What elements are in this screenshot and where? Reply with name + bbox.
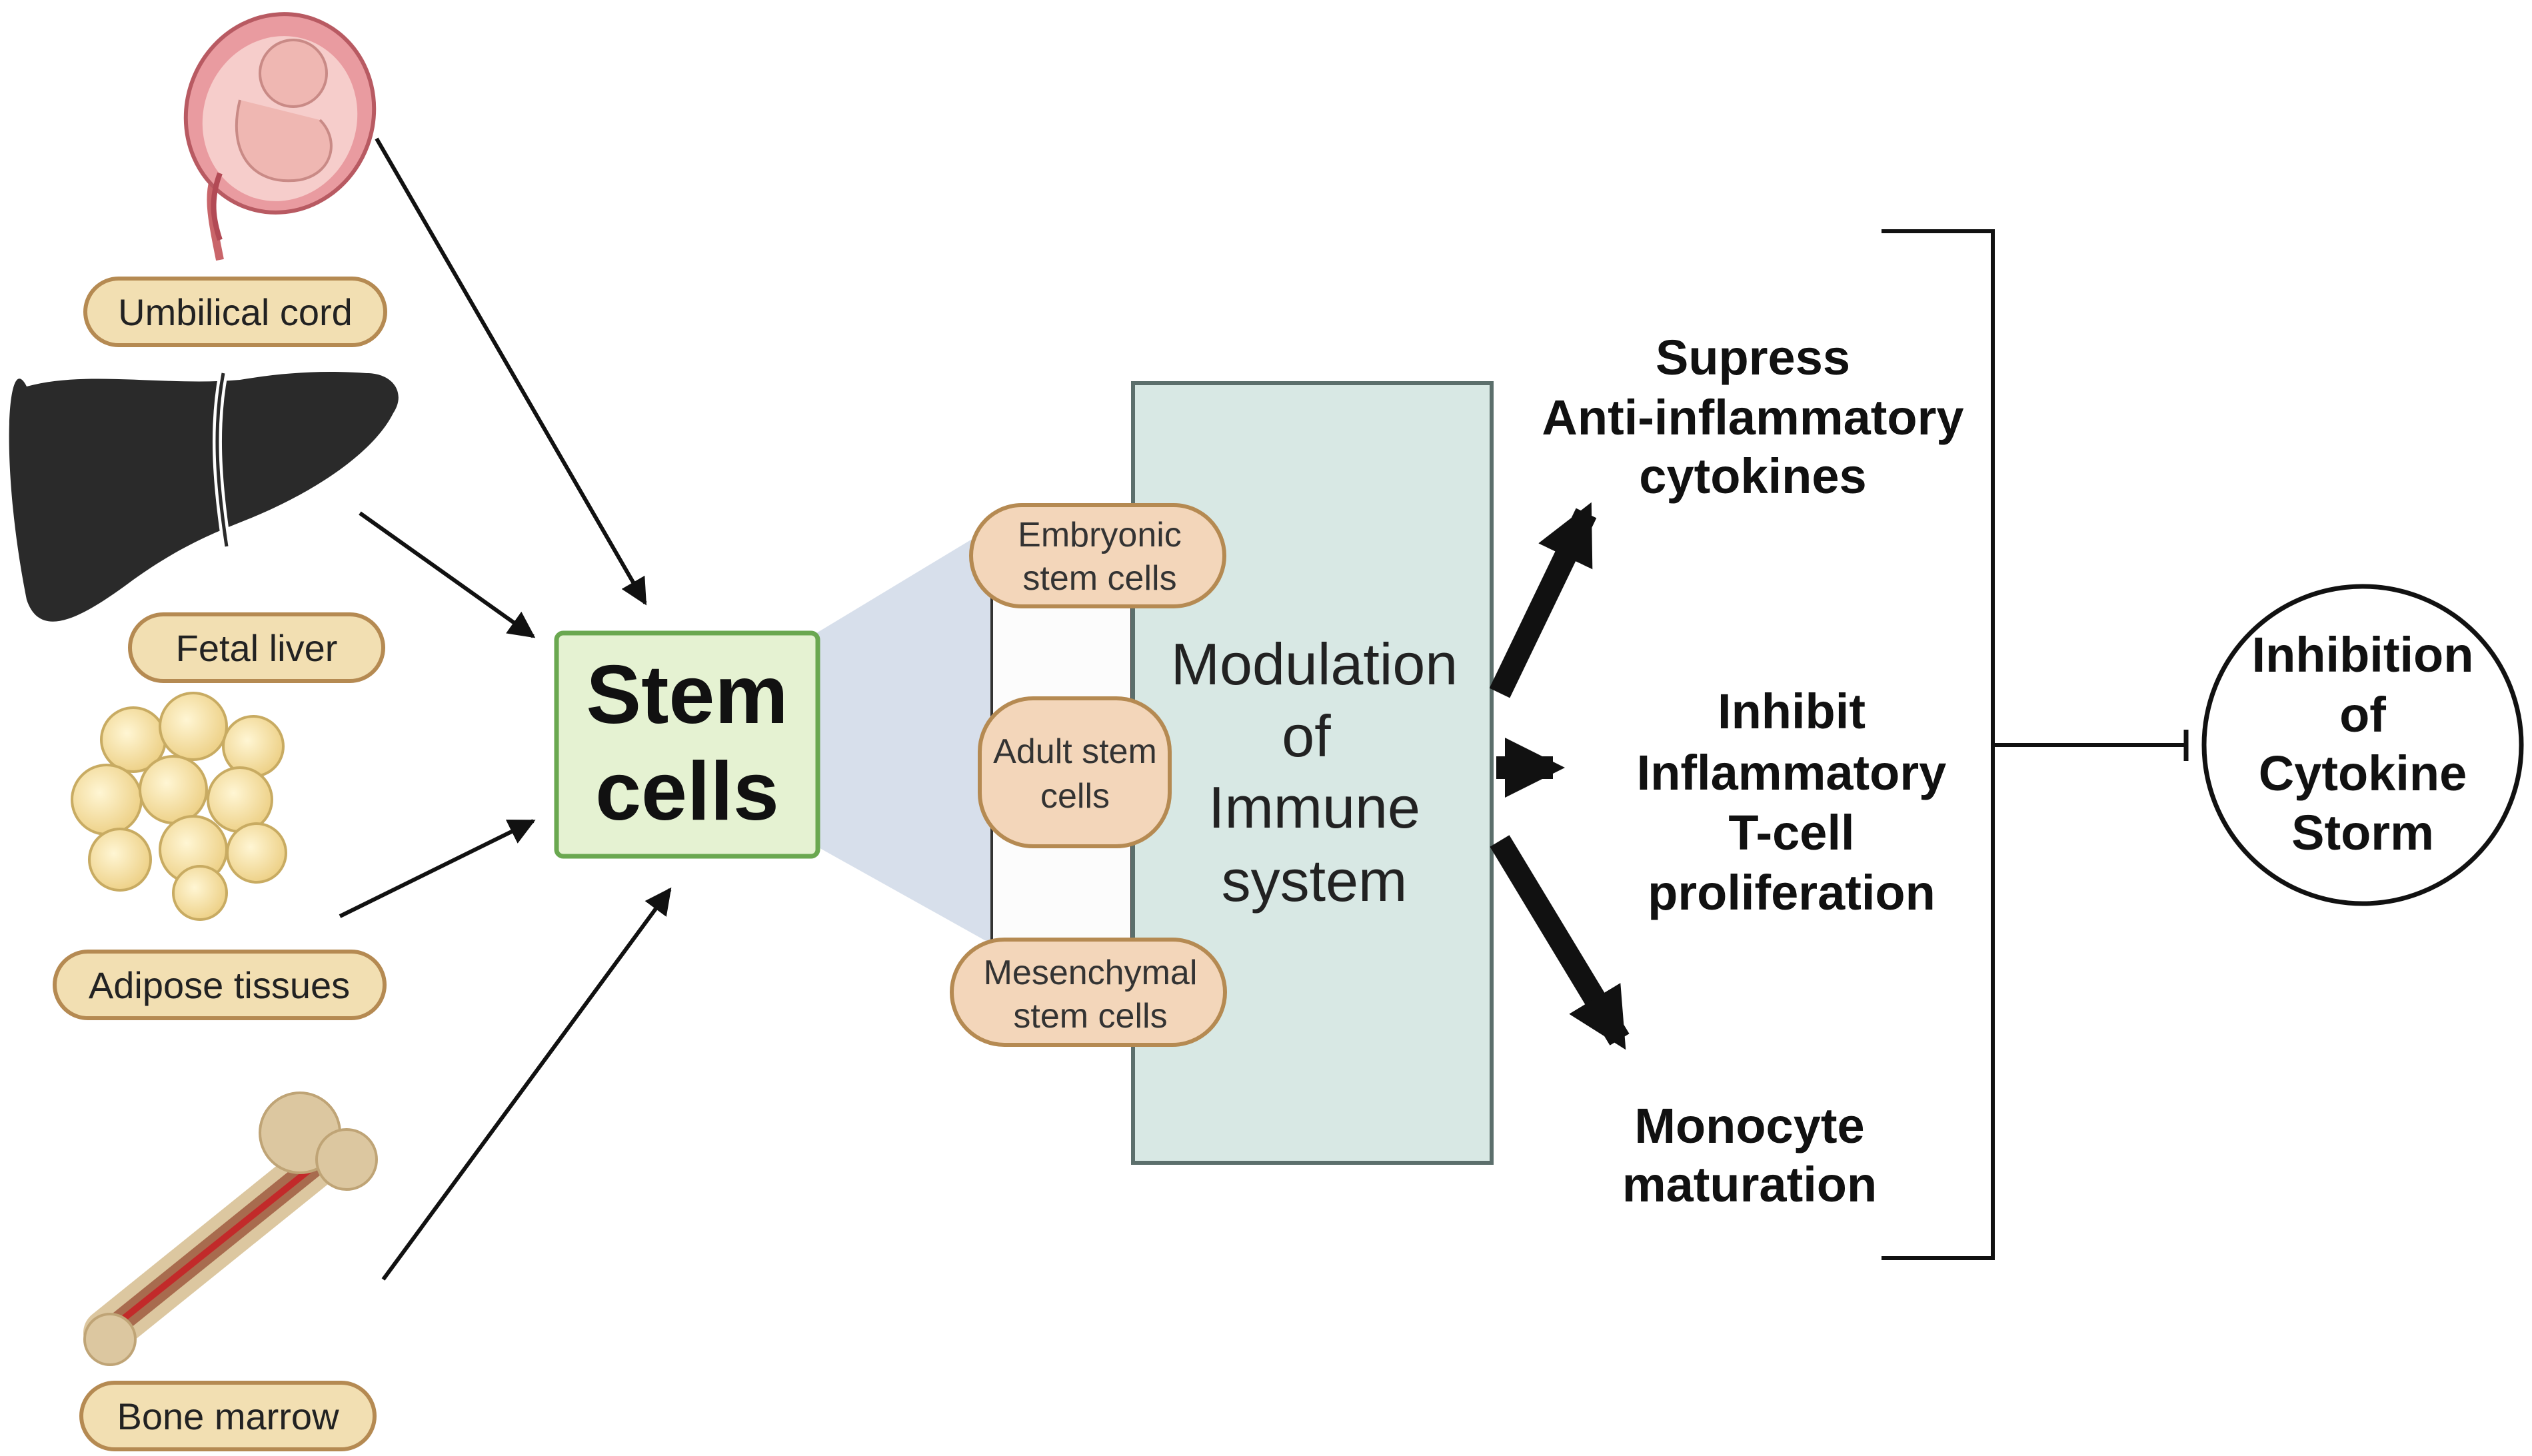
stem-cells-line2: cells xyxy=(595,746,779,838)
liver-icon xyxy=(9,372,399,622)
source-label: Bone marrow xyxy=(117,1395,339,1437)
effect-line: proliferation xyxy=(1648,865,1935,920)
fat-cells-icon xyxy=(71,692,287,921)
effect-line: cytokines xyxy=(1639,448,1866,504)
source-label: Adipose tissues xyxy=(89,964,350,1006)
stem-cells-box: Stem cells xyxy=(554,630,820,859)
source-pill-bone-marrow: Bone marrow xyxy=(79,1381,377,1451)
arrow-liver-to-stem xyxy=(359,511,536,638)
effect-inhibit-tcell: Inhibit Inflammatory T-cell proliferatio… xyxy=(1637,684,1947,920)
source-pill-adipose-tissues: Adipose tissues xyxy=(53,950,387,1020)
modulation-line2: of xyxy=(1282,703,1331,769)
outcome-line: Cytokine xyxy=(2259,746,2467,801)
effect-suppress-cytokines: Supress Anti-inflammatory cytokines xyxy=(1542,330,1963,504)
modulation-line3: Immune xyxy=(1208,774,1420,840)
arrow-adipose-to-stem xyxy=(339,819,536,918)
immune-modulation-box: Modulation of Immune system xyxy=(1131,381,1494,1165)
effect-line: T-cell xyxy=(1728,805,1854,860)
cell-type-pill-adult: Adult stem cells xyxy=(978,696,1172,848)
effect-line: Supress xyxy=(1656,330,1850,385)
arrow-bone-to-stem xyxy=(381,887,672,1281)
effect-line: Inhibit xyxy=(1718,684,1866,739)
effect-line: maturation xyxy=(1622,1157,1877,1212)
cell-type-pill-mesenchymal: Mesenchymal stem cells xyxy=(950,938,1227,1047)
effect-line: Anti-inflammatory xyxy=(1542,390,1963,445)
outcome-circle: Inhibition of Cytokine Storm xyxy=(2201,584,2524,906)
cell-type-pill-embryonic: Embryonic stem cells xyxy=(969,503,1226,608)
arrow-to-suppress-cytokines xyxy=(1489,502,1597,698)
cell-type-line1: Adult stem xyxy=(993,732,1157,771)
stem-cells-line1: Stem xyxy=(586,649,788,741)
effect-monocyte-maturation: Monocyte maturation xyxy=(1622,1098,1877,1212)
fetus-in-womb-icon xyxy=(183,12,377,261)
cell-type-line2: stem cells xyxy=(1022,559,1176,598)
effect-line: Monocyte xyxy=(1634,1098,1864,1153)
source-label: Umbilical cord xyxy=(118,291,353,333)
expansion-funnel xyxy=(816,526,993,945)
cell-type-line2: stem cells xyxy=(1013,997,1167,1036)
source-pill-fetal-liver: Fetal liver xyxy=(128,612,385,683)
modulation-line4: system xyxy=(1222,848,1408,914)
modulation-line1: Modulation xyxy=(1171,631,1458,697)
cell-type-line1: Mesenchymal xyxy=(984,954,1198,992)
arrow-umbilical-to-stem xyxy=(375,137,647,606)
cell-type-line2: cells xyxy=(1040,777,1110,816)
outcome-line: of xyxy=(2339,687,2386,742)
arrow-to-monocyte-maturation xyxy=(1490,835,1630,1050)
effect-line: Inflammatory xyxy=(1637,745,1947,800)
outcome-line: Storm xyxy=(2291,805,2434,860)
outcome-line: Inhibition xyxy=(2252,627,2474,682)
femur-bone-icon xyxy=(83,1092,378,1366)
cell-type-line1: Embryonic xyxy=(1018,516,1182,554)
source-pill-umbilical-cord: Umbilical cord xyxy=(83,277,387,347)
source-label: Fetal liver xyxy=(176,627,338,669)
